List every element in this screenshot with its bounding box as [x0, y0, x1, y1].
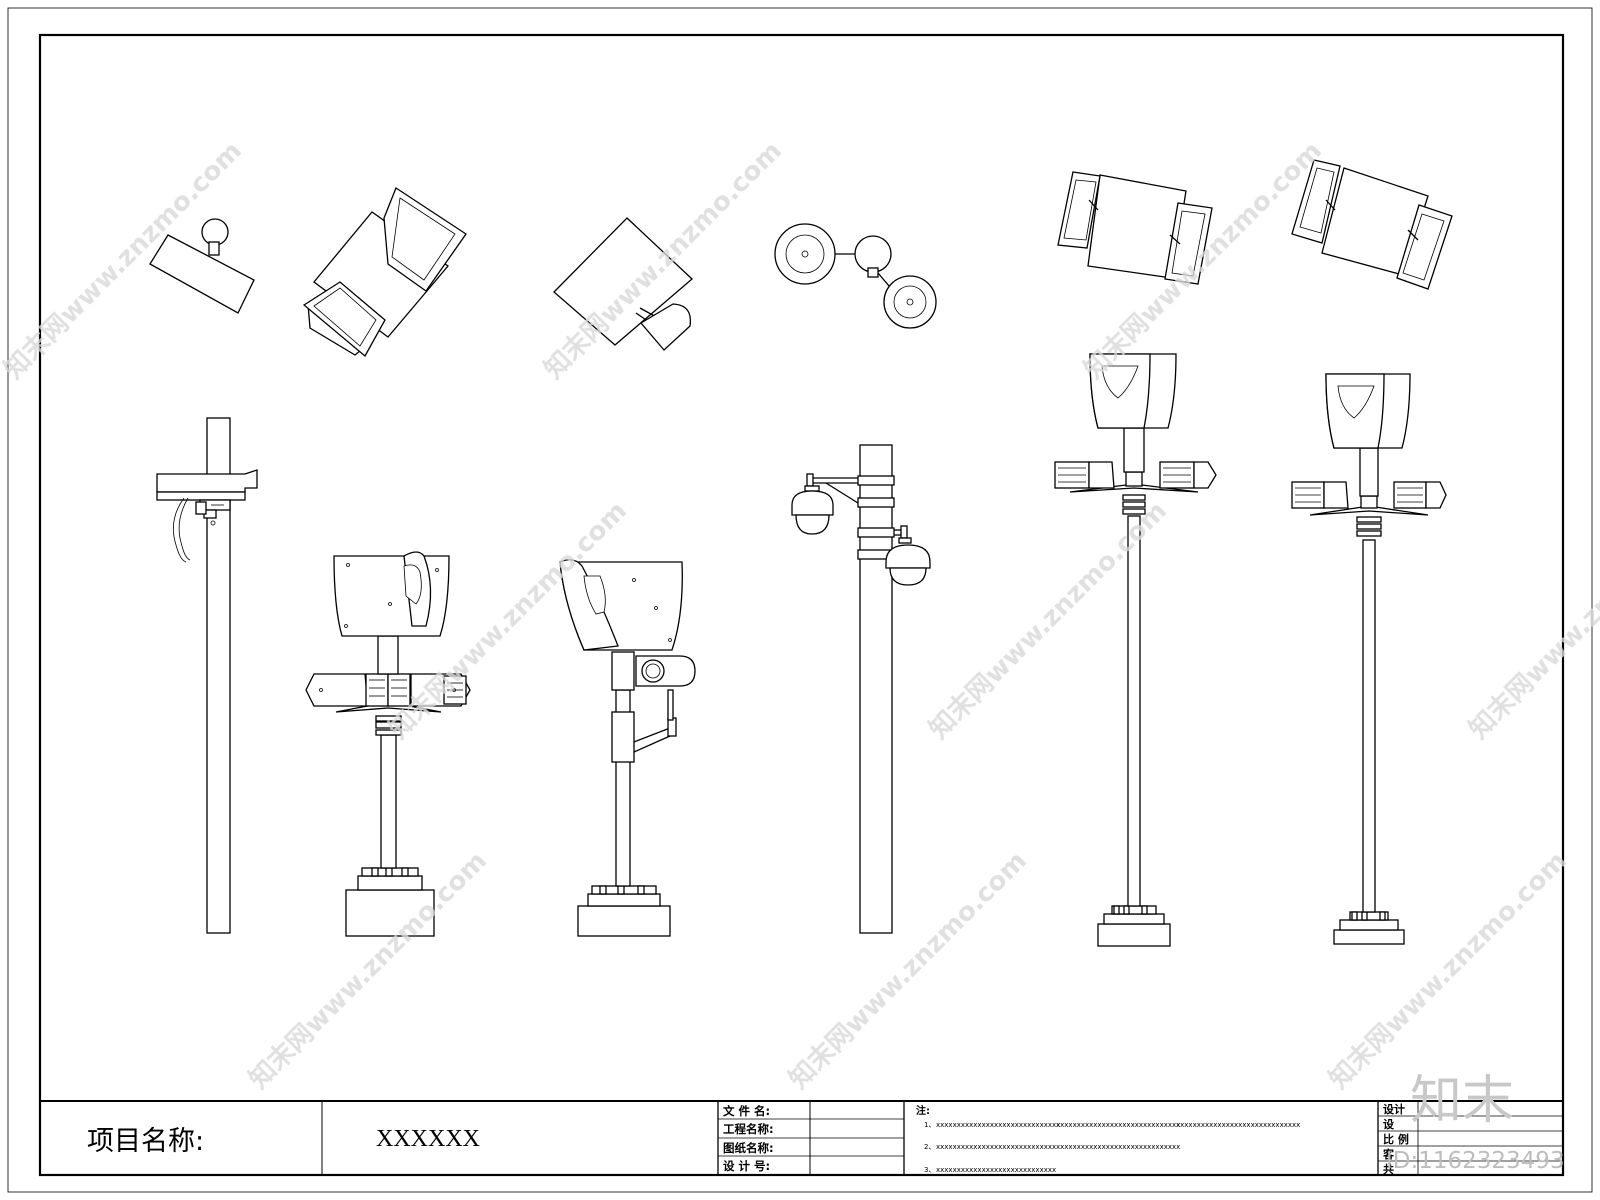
notes-label: 注: — [916, 1104, 930, 1117]
elevation-1-bullet-camera-pole — [156, 417, 258, 934]
elevation-4-dome-camera-pole — [791, 444, 931, 934]
right-label-design: 设计 — [1383, 1102, 1405, 1116]
note-2-text-b: xxxxxxxxxxxxxxxxxxxxxxxxxxxxxx — [1056, 1143, 1180, 1151]
logo-text: 知末 — [1410, 1071, 1514, 1131]
top-view-4-dome-cameras — [774, 223, 937, 329]
top-view-1-bullet-camera — [149, 218, 255, 314]
top-view-6-dual-light — [1291, 159, 1453, 290]
project-name-label: 项目名称: — [87, 1126, 204, 1157]
title-block: 项目名称: XXXXXX 文 件 名: 工程名称: 图纸名称: 设 计 号: 注… — [40, 1100, 1563, 1176]
note-3-number: 3、 — [924, 1166, 935, 1174]
top-view-3-camera-housing — [553, 217, 693, 351]
note-1-text-a: xxxxxxxxxxxxxxxxxxxxxxxxxxxxxx — [936, 1121, 1060, 1129]
note-1-text-b: xxxxxxxxxxxxxxxxxxxxxxxxxxxxxx — [1056, 1121, 1180, 1129]
elevation-2-housing-dual-light — [305, 551, 471, 937]
note-2-number: 2、 — [924, 1143, 935, 1151]
elevation-3-housing-round-light — [559, 559, 696, 937]
elevation-5-tall-pole-dual-light — [1054, 353, 1217, 947]
note-3-text-a: xxxxxxxxxxxxxxxxxxxxxxxxxxxxx — [936, 1166, 1056, 1174]
elevation-6-tall-pole-dual-light — [1291, 373, 1447, 945]
right-label-des: 设 — [1383, 1117, 1395, 1131]
right-label-scale: 比 例 — [1383, 1132, 1409, 1146]
note-1-number: 1、 — [924, 1121, 935, 1129]
outer-frame — [7, 7, 1593, 1193]
watermark-text: 知末网www.znzmo.com — [1464, 496, 1600, 745]
project-name-value: XXXXXX — [376, 1126, 480, 1152]
design-number-label: 设 计 号: — [723, 1159, 770, 1173]
top-view-5-dual-light — [1057, 171, 1213, 285]
image-id-text: ID:1162323493 — [1386, 1148, 1565, 1174]
note-1-text-c: xxxxxxxxxxxxxxxxxxxxxxxxxxxxxx — [1176, 1121, 1300, 1129]
right-label-client: 客 — [1382, 1147, 1395, 1161]
watermark-text: 知末网www.znzmo.com — [784, 846, 1033, 1095]
file-name-label: 文 件 名: — [723, 1104, 770, 1118]
watermark-text: 知末网www.znzmo.com — [1324, 846, 1573, 1095]
right-label-total: 共 — [1383, 1162, 1394, 1176]
top-view-2-dual-light — [302, 187, 467, 358]
znzmo-logo-watermark: 知末 ID:1162323493 — [1386, 1071, 1565, 1174]
inner-frame — [38, 33, 1565, 1177]
drawing-name-label: 图纸名称: — [723, 1141, 774, 1155]
note-2-text-a: xxxxxxxxxxxxxxxxxxxxxxxxxxxxx — [936, 1143, 1056, 1151]
project-title-label: 工程名称: — [723, 1122, 774, 1136]
